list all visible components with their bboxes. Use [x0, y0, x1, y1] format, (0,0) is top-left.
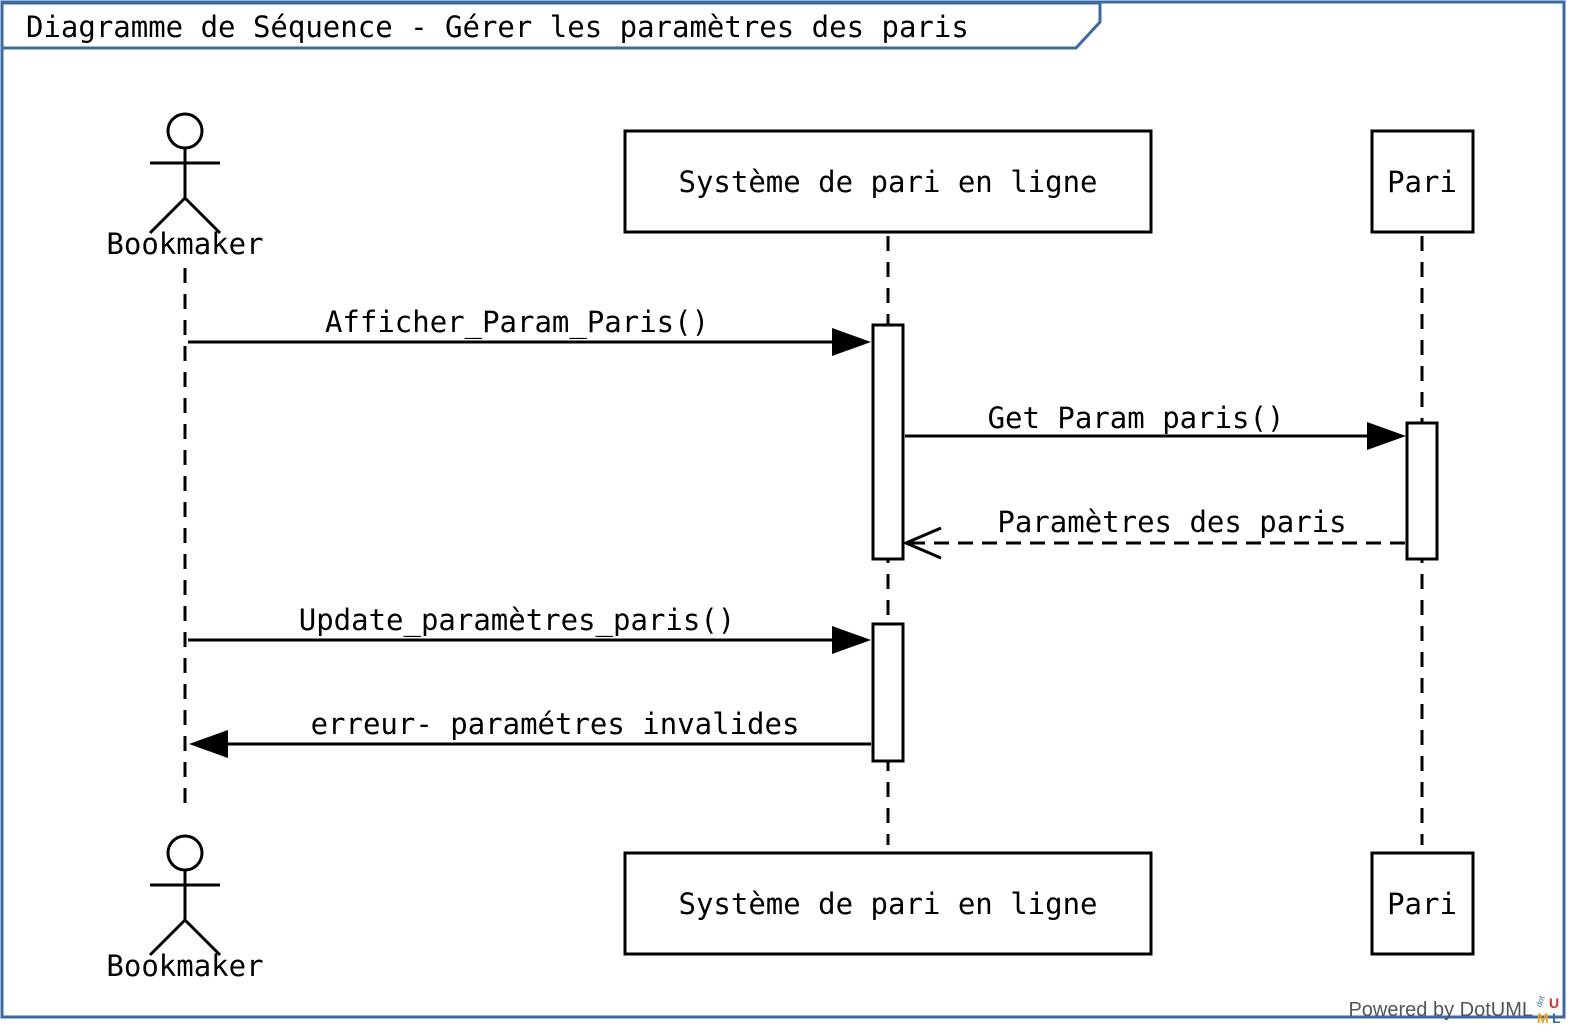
activation-pari [1405, 421, 1439, 561]
message-2-arrowhead [1367, 422, 1406, 450]
message-3-arrowhead [902, 526, 942, 560]
message-1-label: Afficher_Param_Paris() [325, 305, 709, 340]
actor-head [166, 112, 204, 150]
actor-bookmaker-bottom [148, 834, 222, 957]
participant-systeme-label-bottom: Système de pari en ligne [678, 887, 1097, 921]
participant-pari-top [1370, 129, 1475, 234]
actor-left-leg [148, 196, 187, 235]
message-2-label: Get Param paris() [988, 401, 1285, 435]
dotuml-logo-icon: dot U M L [1535, 994, 1561, 1024]
message-4-arrowhead [832, 626, 871, 654]
message-4-label: Update_paramètres_paris() [299, 603, 736, 638]
title-tab [3, 1, 1102, 50]
svg-text:L: L [1552, 1010, 1561, 1024]
message-3-label: Paramètres des paris [997, 505, 1346, 539]
actor-head [166, 834, 204, 872]
participant-systeme-top [623, 129, 1153, 234]
powered-by-text: Powered by DotUML [1348, 999, 1533, 1021]
participant-systeme-bottom [623, 851, 1153, 956]
participant-pari-bottom [1370, 851, 1475, 956]
svg-text:dot: dot [1535, 994, 1547, 1008]
participant-pari-label-top: Pari [1387, 165, 1457, 199]
actor-label-top: Bookmaker [106, 227, 263, 261]
actor-left-leg [148, 918, 187, 957]
activation-systeme-2 [871, 622, 905, 763]
actor-label-bottom: Bookmaker [106, 949, 263, 983]
message-5-arrowhead [189, 730, 228, 758]
message-5-label: erreur- paramétres invalides [311, 707, 800, 741]
svg-text:M: M [1537, 1010, 1549, 1024]
actor-bookmaker-top [148, 112, 222, 235]
actor-right-leg [183, 918, 222, 957]
activation-systeme-1 [871, 323, 905, 561]
diagram-title: Diagramme de Séquence - Gérer les paramè… [26, 10, 969, 44]
participant-pari-label-bottom: Pari [1387, 887, 1457, 921]
svg-text:U: U [1549, 995, 1559, 1011]
actor-right-leg [183, 196, 222, 235]
participant-systeme-label-top: Système de pari en ligne [678, 165, 1097, 199]
message-1-arrowhead [832, 328, 871, 356]
